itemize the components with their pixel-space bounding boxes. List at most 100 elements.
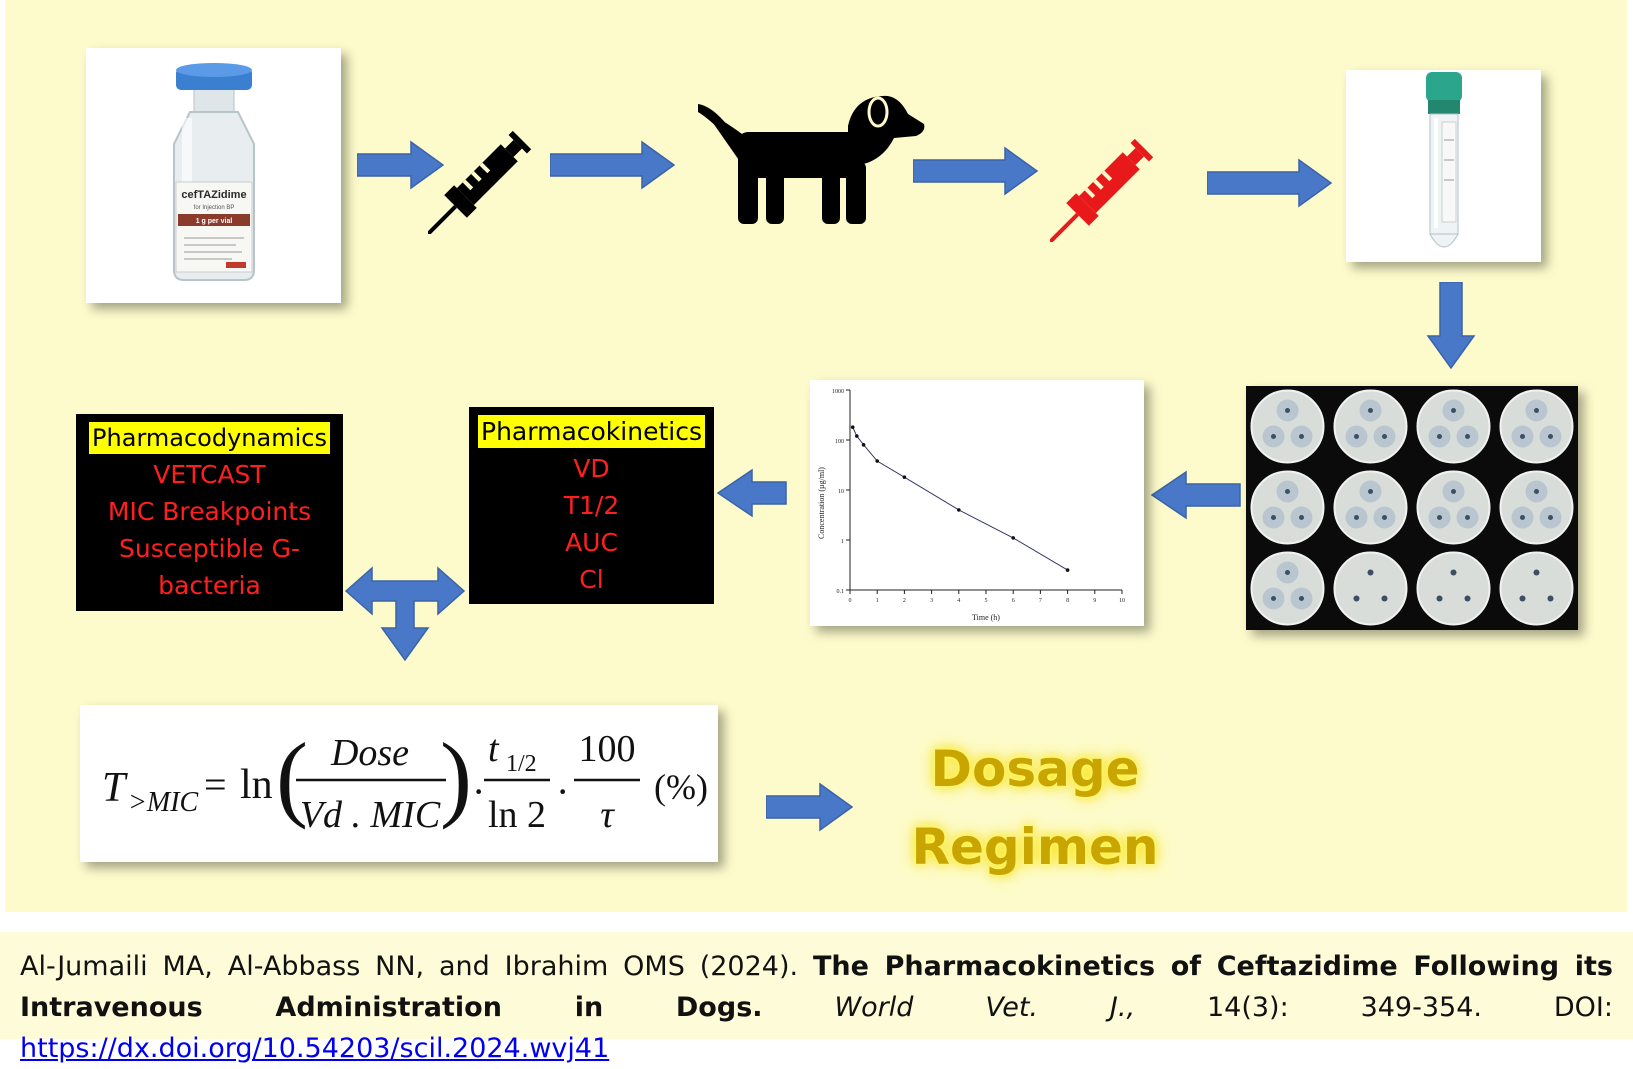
formula-box: T >MIC = ln ( Dose Vd . MIC ) · t 1/2 ln… — [80, 705, 718, 862]
concentration-curve — [852, 427, 1068, 571]
formula-num2: t — [488, 728, 500, 770]
formula-ln: ln — [240, 762, 273, 808]
disc — [1271, 434, 1276, 439]
dog-icon — [698, 95, 925, 224]
data-point — [861, 443, 866, 447]
arrow-right-icon — [913, 146, 1039, 196]
agar-plates-image — [1246, 386, 1578, 630]
dosage-regimen-label: Dosage Regimen — [905, 730, 1165, 886]
data-point — [957, 508, 961, 512]
formula-num3: 100 — [579, 728, 636, 770]
data-point — [875, 459, 879, 463]
disc — [1534, 408, 1539, 413]
pk-chart-ylabel: Concentration (µg/ml) — [817, 467, 826, 539]
x-tick-label: 6 — [1012, 598, 1015, 604]
x-tick-label: 8 — [1066, 598, 1069, 604]
formula-num1: Dose — [330, 732, 409, 774]
t-arrow-icon — [344, 566, 466, 662]
disc — [1465, 515, 1470, 520]
disc — [1451, 489, 1456, 494]
arrow-right-icon — [357, 140, 445, 190]
formula-lhs: T — [102, 765, 128, 811]
data-point — [850, 425, 855, 430]
x-tick-label: 5 — [985, 598, 988, 604]
pharmacodynamics-title: Pharmacodynamics — [89, 422, 330, 454]
vial-strength: 1 g per vial — [196, 218, 233, 225]
citation-text: Al-Jumaili MA, Al-Abbass NN, and Ibrahim… — [20, 946, 1613, 1069]
disc — [1271, 515, 1276, 520]
formula-dot: · — [472, 769, 485, 814]
citation-journal: World Vet. J., — [834, 992, 1136, 1023]
pk-chart-xlabel: Time (h) — [972, 613, 1000, 622]
disc — [1451, 570, 1456, 575]
disc — [1548, 515, 1553, 520]
dosage-line: Regimen — [911, 818, 1159, 876]
petri-dish — [1333, 551, 1408, 626]
arrow-down-icon — [1426, 282, 1476, 370]
disc — [1285, 408, 1290, 413]
disc — [1354, 596, 1359, 601]
pk-item: Cl — [579, 565, 604, 594]
disc — [1451, 408, 1456, 413]
disc — [1285, 489, 1290, 494]
arrow-right-icon — [550, 140, 676, 190]
disc — [1382, 515, 1387, 520]
vial-brand: cefTAZidime — [181, 189, 246, 201]
formula-den1: Vd . MIC — [300, 794, 441, 836]
citation-authors: Al-Jumaili MA, Al-Abbass NN, and Ibrahim… — [20, 951, 813, 982]
disc — [1437, 596, 1442, 601]
vial-subtitle: for Injection BP — [194, 205, 235, 211]
citation-title: The Pharmacokinetics of Ceftazidime Foll… — [20, 951, 1614, 1023]
disc — [1285, 570, 1290, 575]
disc — [1271, 596, 1276, 601]
disc — [1437, 515, 1442, 520]
disc — [1354, 434, 1359, 439]
pd-item: MIC Breakpoints — [107, 497, 312, 526]
disc — [1534, 570, 1539, 575]
x-tick-label: 1 — [876, 598, 879, 604]
disc — [1299, 434, 1304, 439]
open-paren: ( — [276, 723, 308, 830]
x-tick-label: 4 — [957, 598, 960, 604]
x-tick-label: 7 — [1039, 598, 1042, 604]
pd-item: bacteria — [158, 571, 261, 600]
data-point — [1011, 536, 1015, 540]
disc — [1548, 434, 1553, 439]
x-tick-label: 9 — [1093, 598, 1096, 604]
arrow-right-icon — [1207, 158, 1333, 208]
data-point — [1065, 568, 1070, 572]
disc — [1368, 408, 1373, 413]
disc — [1437, 434, 1442, 439]
citation-box: Al-Jumaili MA, Al-Abbass NN, and Ibrahim… — [0, 932, 1633, 1064]
formula-equals: = — [204, 762, 227, 807]
y-tick-label: 0.1 — [837, 589, 845, 595]
x-tick-label: 0 — [849, 598, 852, 604]
formula-dot: · — [556, 769, 569, 814]
arrow-left-icon — [716, 468, 787, 518]
disc — [1354, 515, 1359, 520]
citation-volume: 14(3): 349-354. DOI: — [1135, 992, 1613, 1023]
red-syringe-icon — [1050, 138, 1154, 242]
pharmacokinetics-box: Pharmacokinetics VD T1/2 AUC Cl — [469, 407, 714, 604]
petri-dish — [1499, 551, 1574, 626]
disc — [1299, 596, 1304, 601]
disc — [1520, 596, 1525, 601]
vial-image: cefTAZidime for Injection BP 1 g per via… — [86, 48, 341, 303]
citation-doi-link[interactable]: https://dx.doi.org/10.54203/scil.2024.wv… — [20, 1033, 610, 1064]
syringe-icon — [428, 130, 532, 234]
formula-den3: τ — [600, 794, 615, 836]
disc — [1520, 515, 1525, 520]
dosage-line: Dosage — [930, 740, 1140, 798]
formula-num2-sub: 1/2 — [506, 751, 537, 777]
y-tick-label: 10 — [838, 489, 844, 495]
pd-item: Susceptible G- — [118, 534, 301, 563]
x-tick-label: 10 — [1119, 598, 1125, 604]
x-tick-label: 3 — [930, 598, 933, 604]
pharmacodynamics-box: Pharmacodynamics VETCAST MIC Breakpoints… — [76, 414, 343, 611]
disc — [1520, 434, 1525, 439]
x-tick-label: 2 — [903, 598, 906, 604]
disc — [1382, 596, 1387, 601]
close-paren: ) — [440, 723, 472, 830]
disc — [1382, 434, 1387, 439]
